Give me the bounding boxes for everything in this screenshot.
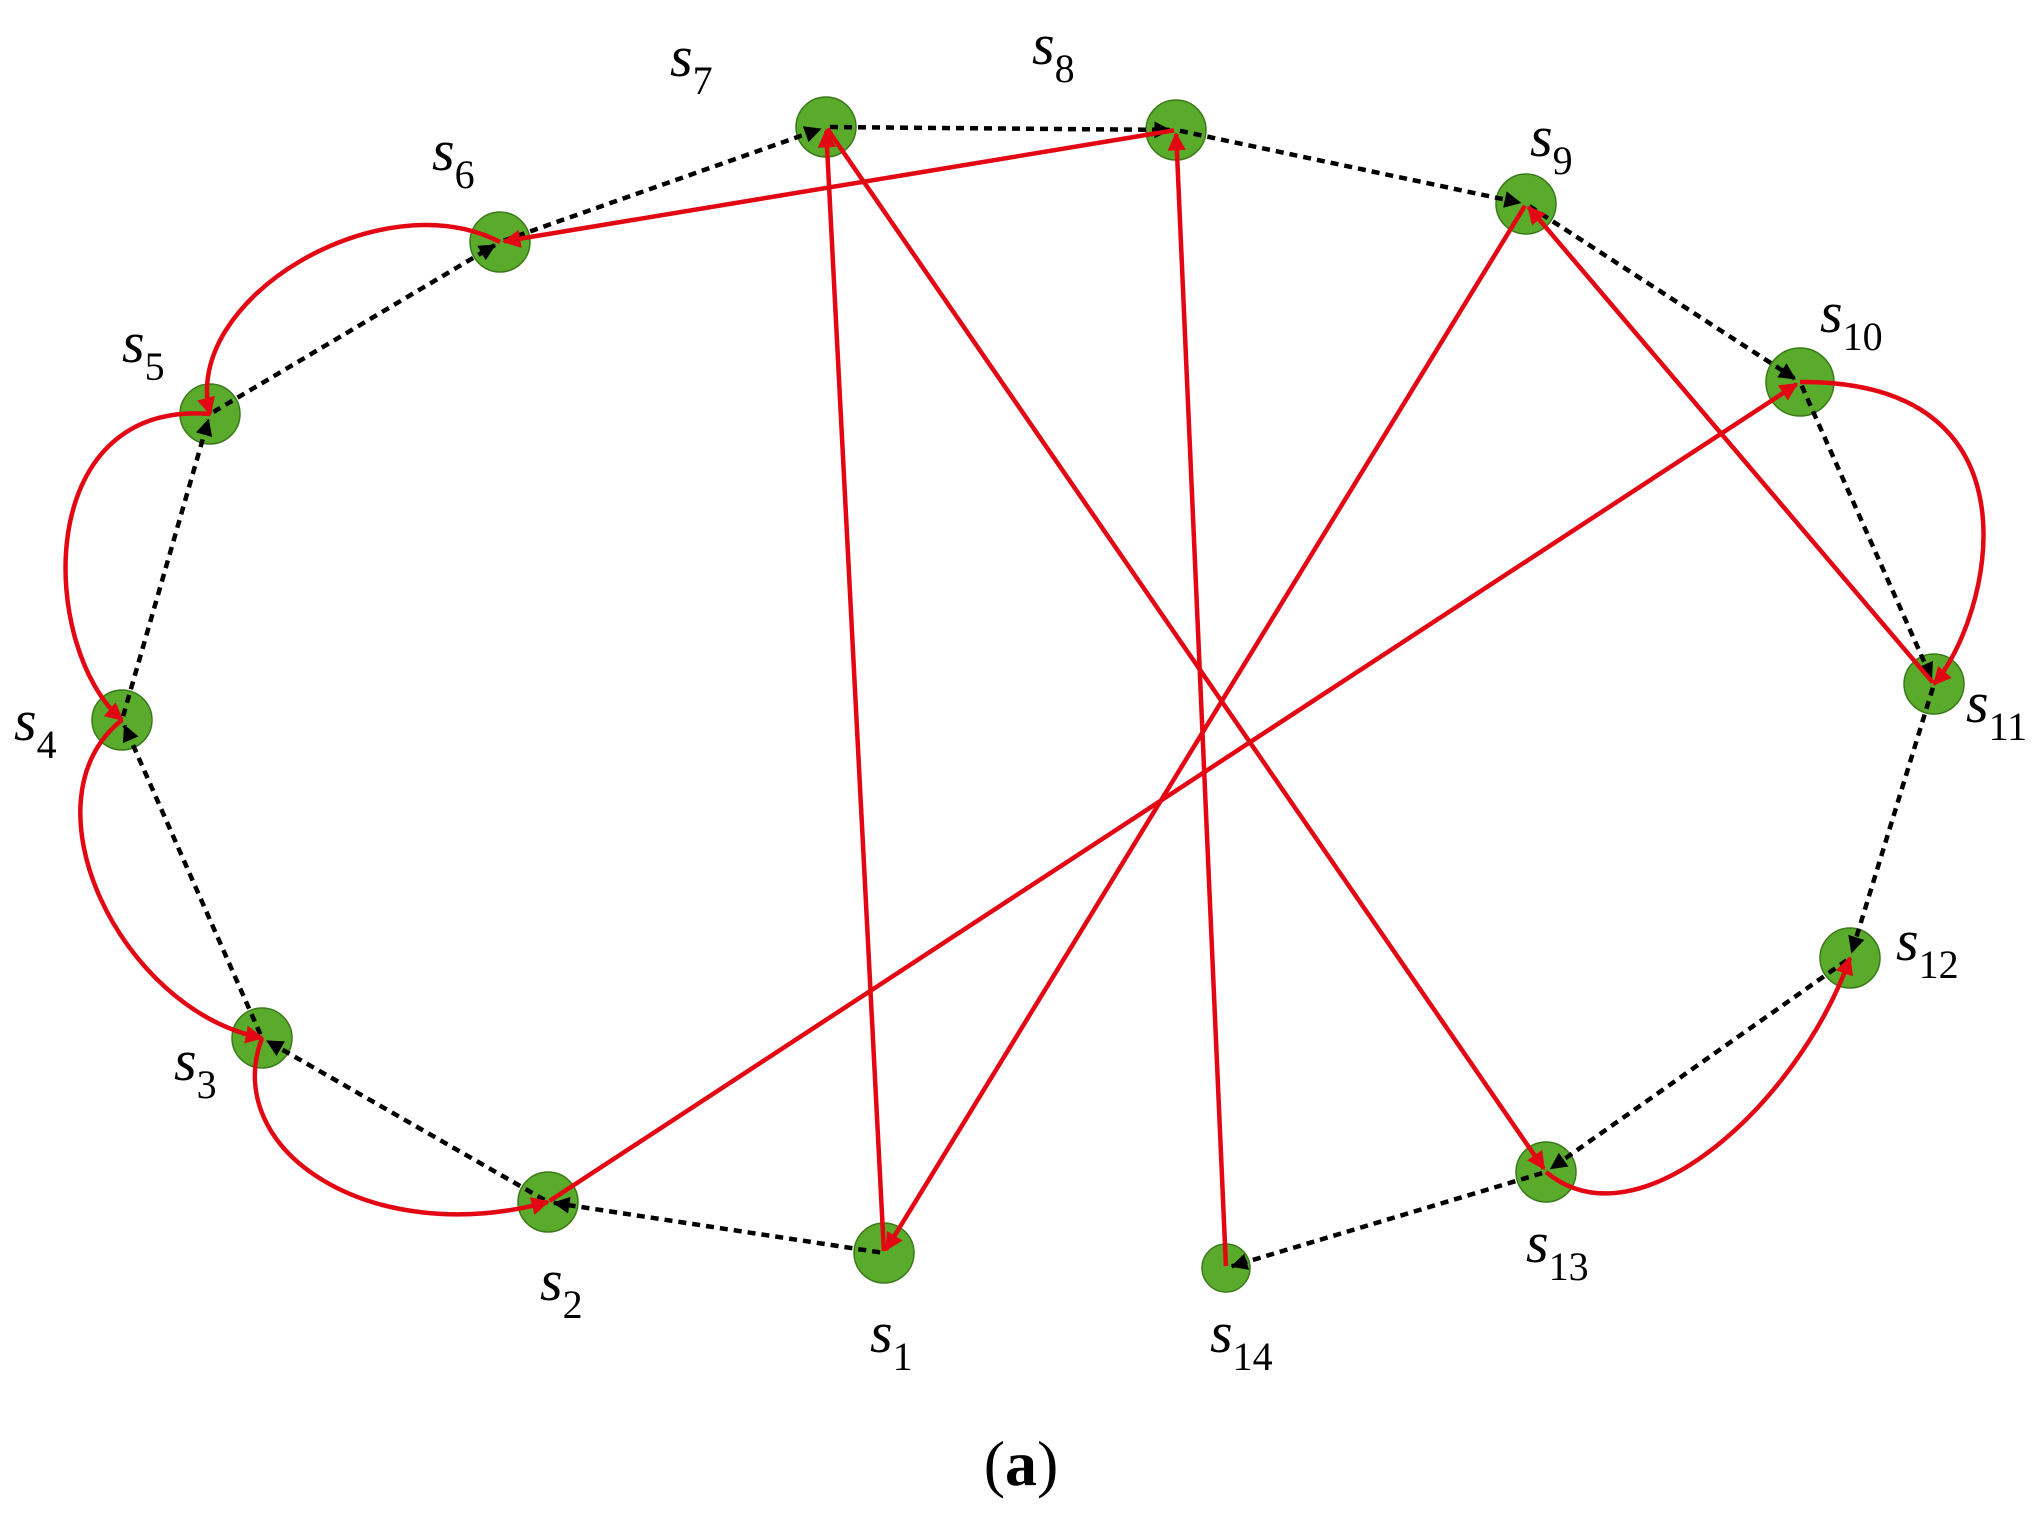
cycle-edge-s7-s8	[829, 121, 1172, 139]
node-label-base: s	[540, 1248, 563, 1313]
node-label-base: s	[1820, 280, 1843, 345]
node-label-s8: s8	[1032, 12, 1075, 91]
jump-edge-s13-s12	[1544, 956, 1853, 1196]
nodes	[91, 96, 1965, 1293]
jump-edge-s11-s9	[1526, 205, 1935, 684]
cycle-edge-s8-s9	[1179, 128, 1522, 208]
node-label-subscript: 13	[1549, 1244, 1589, 1289]
node-label-subscript: 6	[455, 152, 475, 197]
cycle-edge-s5-s6	[212, 243, 496, 414]
node-label-s14: s14	[1210, 1300, 1273, 1379]
node-label-s4: s4	[14, 688, 57, 767]
node-label-subscript: 12	[1919, 942, 1959, 987]
cycle-edge-s11-s12	[1848, 687, 1935, 954]
cycle-edge-s10-s11	[1799, 384, 1934, 680]
cycle-edge-s1-s2	[552, 1196, 881, 1255]
jump-edge-s4-s3	[78, 718, 264, 1044]
node-label-base: s	[432, 118, 455, 183]
node-label-s12: s12	[1896, 908, 1959, 987]
node-label-subscript: 3	[197, 1062, 217, 1107]
node-label-subscript: 14	[1233, 1334, 1273, 1379]
cycle-edges	[120, 121, 1935, 1270]
jump-edge-s2-s10	[548, 382, 1799, 1203]
node-label-subscript: 9	[1553, 138, 1573, 183]
node-label-subscript: 1	[893, 1334, 913, 1379]
node-label-base: s	[670, 24, 693, 89]
jump-edge-s3-s2	[252, 1037, 550, 1217]
node-label-s9: s9	[1530, 104, 1573, 183]
node-label-base: s	[14, 688, 37, 753]
node-label-base: s	[1032, 12, 1055, 77]
node-label-base: s	[870, 1300, 893, 1365]
node-label-base: s	[174, 1028, 197, 1093]
jump-edge-s5-s4	[63, 411, 211, 722]
figure-caption: (a)	[984, 1428, 1059, 1499]
cycle-edge-s3-s4	[122, 724, 263, 1036]
node-label-s11: s11	[1966, 670, 2027, 749]
jump-edge-s14-s8	[1167, 132, 1229, 1267]
node-label-base: s	[122, 310, 145, 375]
node-label-subscript: 10	[1843, 314, 1883, 359]
jump-edges	[63, 127, 1986, 1267]
jump-edge-s7-s13	[825, 127, 1546, 1171]
jump-edge-s9-s1	[884, 204, 1527, 1252]
cycle-edge-s6-s7	[503, 126, 822, 243]
node-label-s13: s13	[1526, 1210, 1589, 1289]
node-label-subscript: 7	[693, 58, 713, 103]
jump-edge-s1-s7	[817, 129, 887, 1252]
node-label-base: s	[1210, 1300, 1233, 1365]
node-label-s1: s1	[870, 1300, 913, 1379]
jump-edge-s10-s11	[1799, 379, 1986, 686]
node-label-base: s	[1896, 908, 1919, 973]
cycle-edge-s13-s14	[1230, 1170, 1543, 1270]
node-label-subscript: 8	[1055, 46, 1075, 91]
node-label-subscript: 11	[1989, 704, 2028, 749]
cycle-edge-s12-s13	[1549, 958, 1849, 1171]
node-label-subscript: 5	[145, 344, 165, 389]
node-label-s5: s5	[122, 310, 165, 389]
jump-edge-s8-s6	[502, 128, 1175, 248]
node-label-base: s	[1526, 1210, 1549, 1275]
node-label-base: s	[1530, 104, 1553, 169]
cycle-edge-s4-s5	[120, 418, 213, 717]
node-label-subscript: 2	[563, 1282, 583, 1327]
cycle-edge-s2-s3	[266, 1039, 546, 1202]
node-label-s3: s3	[174, 1028, 217, 1107]
cycle-edge-s9-s10	[1528, 204, 1797, 381]
node-label-s10: s10	[1820, 280, 1883, 359]
node-label-s2: s2	[540, 1248, 583, 1327]
node-label-s6: s6	[432, 118, 475, 197]
jump-edge-s6-s5	[197, 222, 502, 416]
node-s9	[1495, 173, 1557, 235]
node-label-s7: s7	[670, 24, 713, 103]
node-label-base: s	[1966, 670, 1989, 735]
node-label-subscript: 4	[37, 722, 57, 767]
